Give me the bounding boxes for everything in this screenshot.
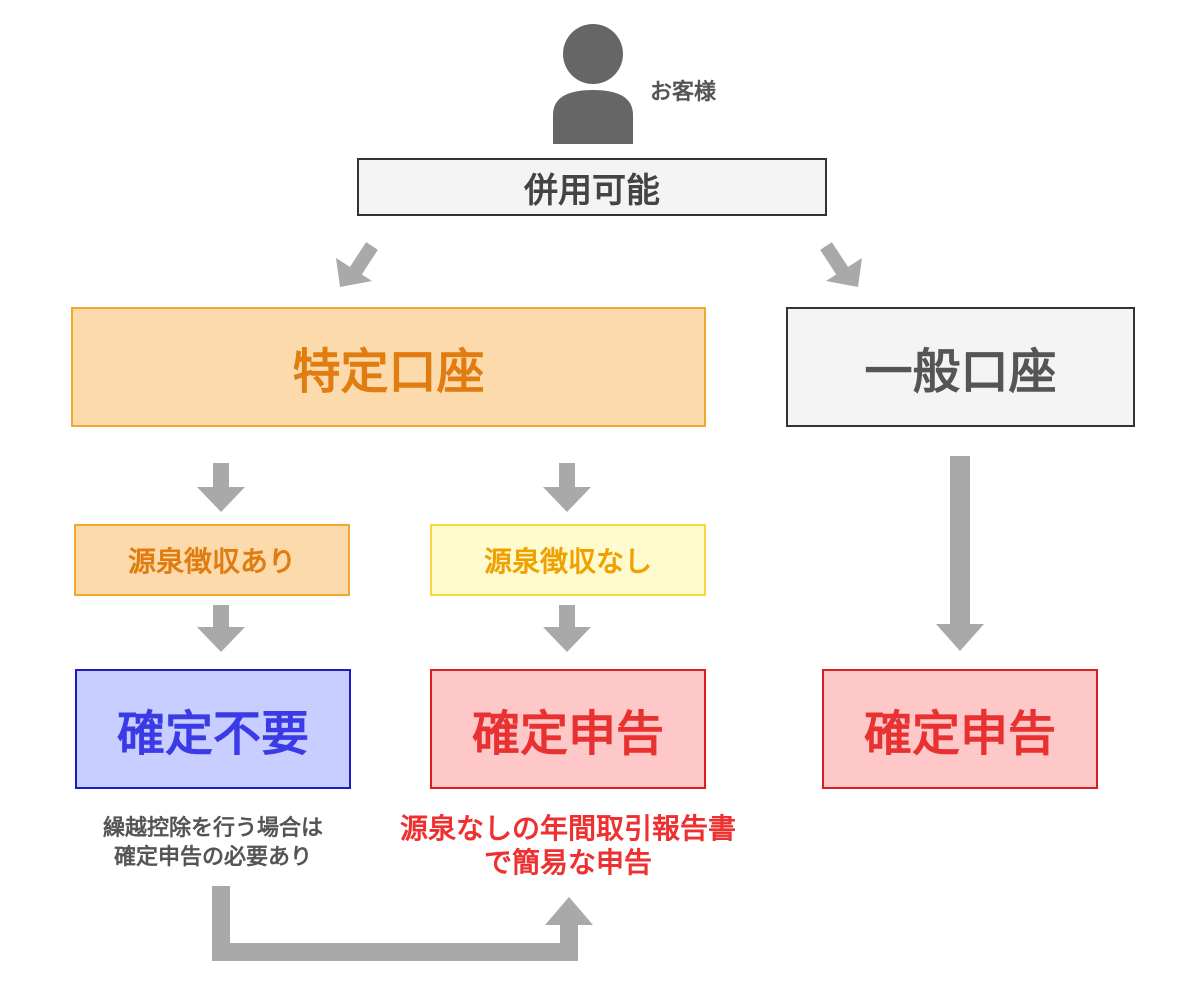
arrow-to-general-account: [820, 242, 862, 287]
u-arrow-loss-carryforward: [212, 886, 593, 961]
joint-use-box: 併用可能: [357, 158, 827, 216]
withholding-no-box: 源泉徴収なし: [430, 524, 706, 596]
person-icon: [548, 20, 638, 148]
customer-label: お客様: [650, 80, 717, 105]
general-account-box: 一般口座: [786, 307, 1135, 427]
arrow-general-to-tax-return: [936, 456, 984, 651]
note-line: 源泉なしの年間取引報告書: [399, 812, 736, 845]
loss-carryforward-note: 繰越控除を行う場合は 確定申告の必要あり: [60, 814, 366, 872]
tax-return-specific-box: 確定申告: [430, 669, 706, 789]
withholding-yes-box: 源泉徴収あり: [74, 524, 350, 596]
note-line: 確定申告の必要あり: [113, 845, 312, 870]
note-line: 繰越控除を行う場合は: [102, 816, 323, 841]
tax-return-general-box: 確定申告: [822, 669, 1098, 789]
arrow-to-specific-account: [336, 242, 378, 287]
no-return-needed-box: 確定不要: [75, 669, 351, 789]
note-line: で簡易な申告: [483, 846, 652, 879]
specific-account-box: 特定口座: [71, 307, 706, 427]
arrow-to-tax-return-mid: [543, 605, 591, 652]
simple-return-note: 源泉なしの年間取引報告書 で簡易な申告: [366, 812, 770, 880]
arrow-to-no-return: [197, 605, 245, 652]
arrow-to-withholding-no: [543, 463, 591, 512]
arrow-to-withholding-yes: [197, 463, 245, 512]
